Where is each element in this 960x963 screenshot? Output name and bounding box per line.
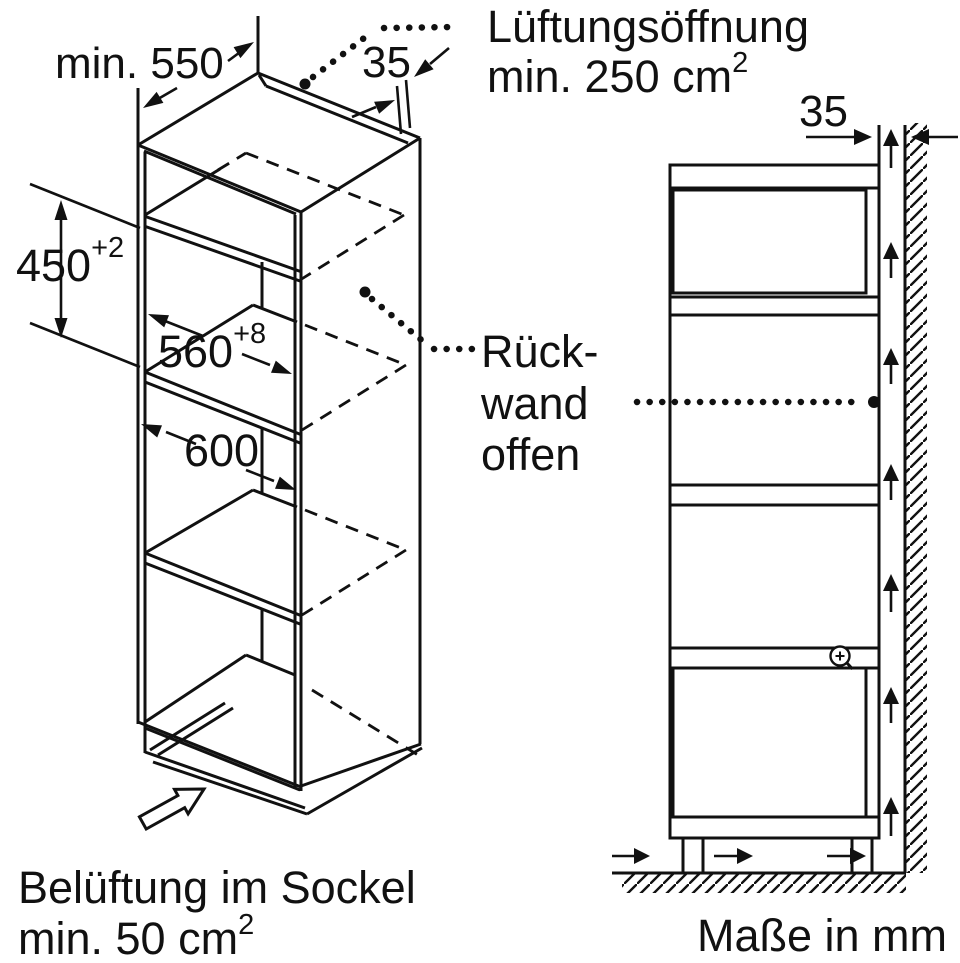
rear-wall-reference-line xyxy=(633,396,880,408)
shelf-2 xyxy=(144,488,303,626)
dim-depth-label: min. 550 xyxy=(55,39,224,88)
right-side-view: 35 Maße in mm xyxy=(612,87,958,961)
rear-label-line2: wand xyxy=(480,378,589,429)
dim-rear-gap-label-left: 35 xyxy=(362,38,411,87)
cabinet-top-face xyxy=(137,71,421,216)
socket-airflow-arrow-icon xyxy=(137,787,207,832)
dimension-rear-gap-35-right: 35 xyxy=(799,87,958,145)
rear-label-line1: Rück- xyxy=(481,326,599,377)
rear-wall-open-callout: Rück- wand offen xyxy=(359,286,599,480)
dim-rear-gap-label-right: 35 xyxy=(799,87,848,136)
cabinet-base-socket xyxy=(137,653,423,816)
rear-label-line3: offen xyxy=(481,429,580,480)
dimension-depth-550: min. 550 xyxy=(55,39,254,108)
vent-label-line2: min. 250 cm2 xyxy=(487,47,748,102)
dim-niche-width-label: 560+8 xyxy=(158,318,266,377)
niche-ceiling xyxy=(143,167,303,283)
dimension-cabinet-width-600: 600 xyxy=(141,424,296,490)
rear-gap-airflow-arrows xyxy=(883,129,899,836)
dimension-niche-height-450: 450+2 xyxy=(16,182,141,369)
vent-opening-callout: Lüftungsöffnung min. 250 cm2 xyxy=(299,1,809,102)
wall-and-floor xyxy=(612,123,927,893)
left-isometric-cabinet: min. 550 35 450+2 560+8 xyxy=(16,1,809,963)
units-label: Maße in mm xyxy=(697,910,947,961)
floor-hatching xyxy=(622,874,906,893)
base-vent-callout: Belüftung im Sockel min. 50 cm2 xyxy=(18,787,416,963)
dimension-rear-gap-35-left: 35 xyxy=(351,38,450,135)
cabinet-cross-section xyxy=(668,125,881,875)
zoom-in-cursor-icon xyxy=(829,645,854,671)
base-airflow-arrows xyxy=(612,848,866,864)
wall-hatching xyxy=(906,123,927,873)
base-label-line1: Belüftung im Sockel xyxy=(18,862,416,913)
vent-label-line1: Lüftungsöffnung xyxy=(487,1,809,52)
dimension-niche-width-560: 560+8 xyxy=(148,314,292,377)
hidden-back-edges xyxy=(217,151,419,757)
cabinet-vertical-edges xyxy=(136,16,422,791)
base-label-line2: min. 50 cm2 xyxy=(18,909,254,963)
dim-niche-height-label: 450+2 xyxy=(16,232,124,291)
dim-cabinet-width-label: 600 xyxy=(184,425,259,476)
shelf-1 xyxy=(144,303,303,445)
